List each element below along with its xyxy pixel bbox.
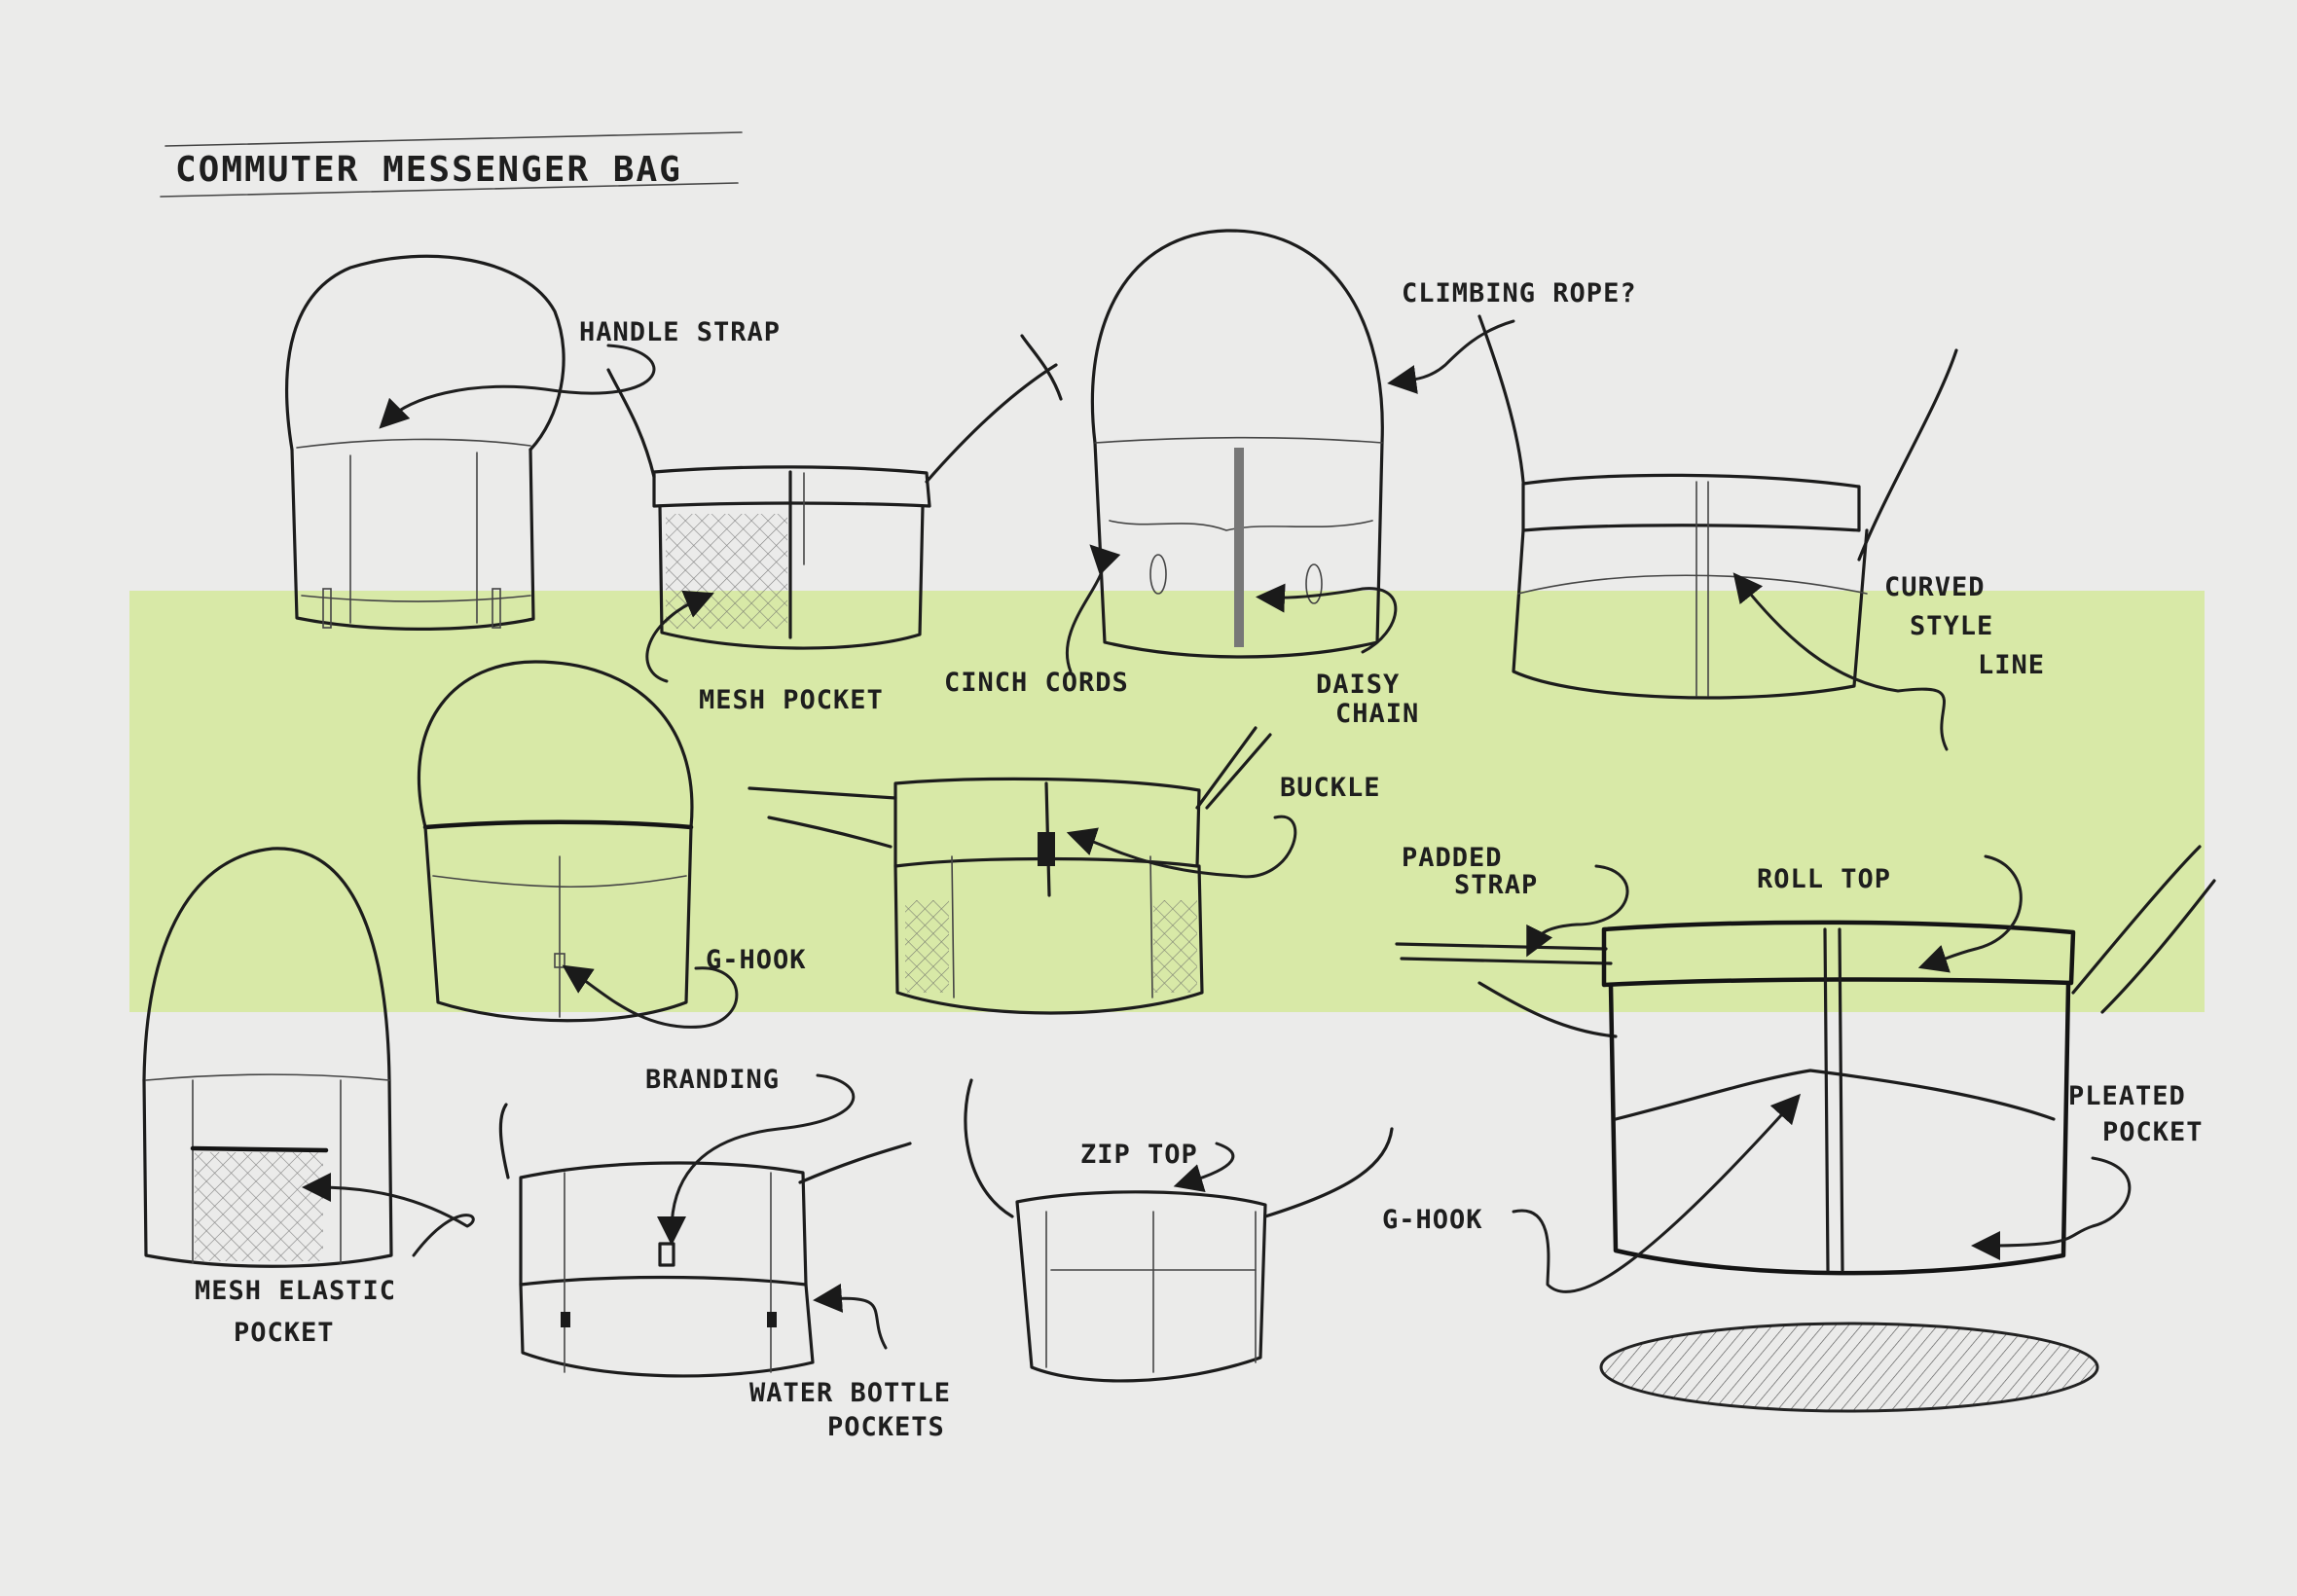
label-padded-strap-2: STRAP: [1454, 870, 1538, 900]
bag-sketch-curved: [1477, 314, 1958, 700]
bag-sketch-branding: [498, 1103, 912, 1378]
bag-sketch-zip-top: [964, 1078, 1394, 1383]
bag-shadow: [1599, 1322, 2099, 1413]
label-mesh-pocket: MESH POCKET: [699, 685, 884, 715]
label-branding: BRANDING: [645, 1065, 780, 1095]
label-pleated-pocket-2: POCKET: [2102, 1117, 2204, 1147]
label-daisy-chain-2: CHAIN: [1335, 699, 1419, 729]
label-water-bottle-1: WATER BOTTLE: [749, 1378, 951, 1408]
label-climbing-rope: CLIMBING ROPE?: [1402, 278, 1637, 308]
label-daisy-chain-1: DAISY: [1316, 670, 1400, 700]
label-roll-top: ROLL TOP: [1757, 864, 1891, 894]
label-pleated-pocket-1: PLEATED: [2068, 1081, 2186, 1111]
label-handle-strap: HANDLE STRAP: [579, 317, 781, 347]
label-g-hook-1: G-HOOK: [706, 945, 807, 975]
bag-sketch-buckle: [747, 726, 1272, 1015]
bag-sketch-front-handle: [285, 254, 565, 631]
label-padded-strap-1: PADDED: [1402, 843, 1503, 873]
label-mesh-elastic-1: MESH ELASTIC: [195, 1276, 396, 1306]
annotation-labels: HANDLE STRAP CLIMBING ROPE? MESH POCKET …: [195, 278, 2204, 1442]
label-mesh-elastic-2: POCKET: [234, 1318, 335, 1348]
label-g-hook-2: G-HOOK: [1382, 1205, 1483, 1235]
label-curved-style-line-2: STYLE: [1910, 611, 1993, 641]
bag-sketch-cinch: [1020, 229, 1384, 659]
label-water-bottle-2: POCKETS: [827, 1412, 945, 1442]
label-cinch-cords: CINCH CORDS: [944, 668, 1129, 698]
page-title: COMMUTER MESSENGER BAG: [175, 150, 682, 190]
title-block: COMMUTER MESSENGER BAG: [160, 131, 743, 198]
bag-sketch-ghook-round: [417, 660, 694, 1023]
annotation-leaders: [302, 319, 2132, 1350]
bag-sketch-mesh-elastic: [142, 847, 393, 1268]
bag-sketch-roll-top: [1395, 845, 2216, 1413]
label-curved-style-line-1: CURVED: [1884, 572, 1986, 602]
label-zip-top: ZIP TOP: [1080, 1140, 1198, 1170]
label-curved-style-line-3: LINE: [1978, 650, 2045, 680]
label-buckle: BUCKLE: [1280, 773, 1381, 803]
